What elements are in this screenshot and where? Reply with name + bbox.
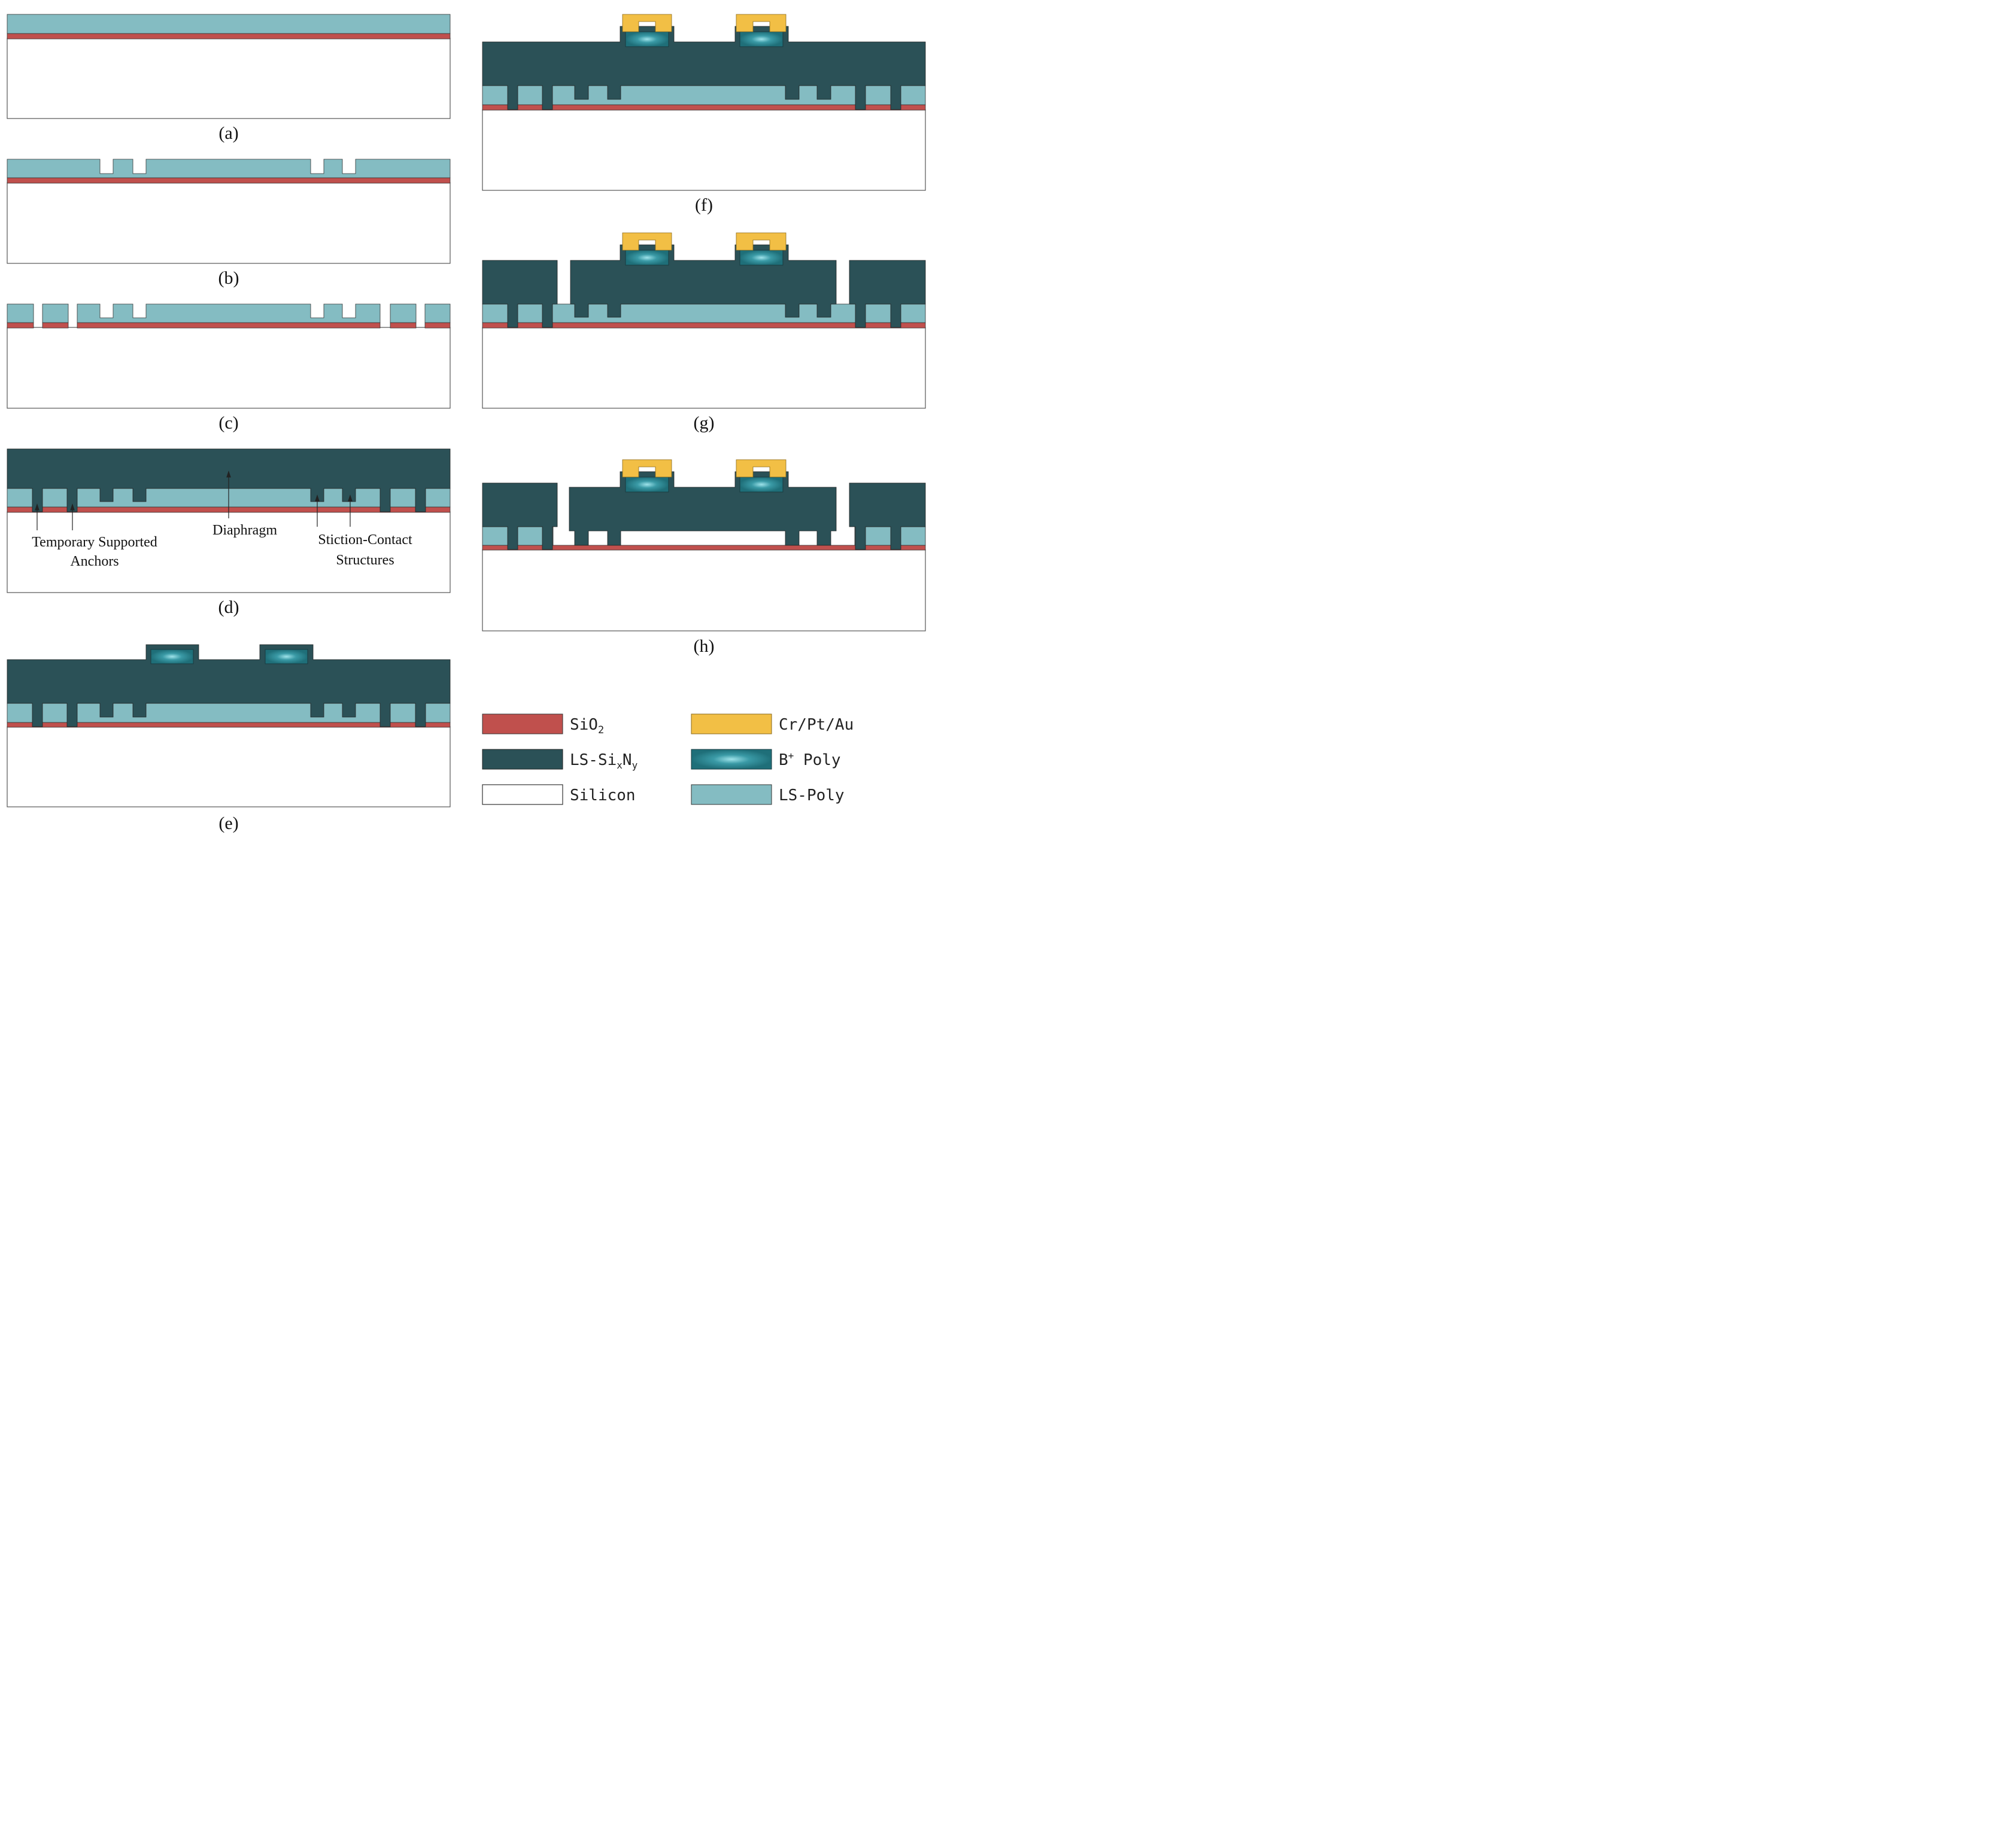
- sio2-layer: [482, 545, 926, 551]
- panel-f: (f): [482, 14, 926, 215]
- ls-poly-layer: [7, 703, 451, 723]
- panel-d-label: (d): [218, 597, 239, 617]
- metal-contact-left: [622, 232, 672, 251]
- legend-swatch-lspoly: [691, 784, 772, 805]
- panel-f-label: (f): [695, 195, 713, 215]
- legend-swatch-metal: [691, 713, 772, 734]
- ls-poly-layer: [7, 14, 451, 34]
- panel-b: (b): [7, 159, 451, 288]
- panel-h-label: (h): [694, 636, 715, 656]
- nitride-right-frame: [849, 260, 926, 328]
- panel-d: Temporary Supported Anchors Diaphragm St…: [7, 448, 451, 617]
- b-poly-resistor-right: [739, 31, 784, 47]
- legend-label-nitride: LS-SixNy: [570, 751, 638, 771]
- b-poly-resistor-right: [739, 250, 784, 266]
- diaphragm-annotation: Diaphragm: [212, 523, 277, 538]
- panel-g: (g): [482, 232, 926, 433]
- silicon-substrate: [7, 182, 451, 264]
- b-poly-resistor-left: [625, 250, 669, 266]
- metal-contact-right: [736, 459, 787, 478]
- panel-b-label: (b): [218, 268, 239, 288]
- silicon-substrate: [482, 327, 926, 409]
- silicon-substrate: [7, 327, 451, 409]
- b-poly-resistor-left: [625, 476, 669, 493]
- panel-c-label: (c): [218, 413, 238, 433]
- nitride-left-frame: [482, 482, 558, 550]
- anchors-annotation-line2: Anchors: [70, 554, 119, 569]
- legend-label-silicon: Silicon: [570, 787, 636, 804]
- b-poly-resistor-right: [265, 649, 308, 664]
- annotation-arrows: [35, 470, 353, 530]
- metal-contact-left: [622, 14, 672, 32]
- nitride-layer: [482, 26, 926, 110]
- anchors-annotation-line1: Temporary Supported: [32, 535, 157, 550]
- released-diaphragm: [569, 471, 837, 546]
- panel-a: (a): [7, 14, 451, 143]
- b-poly-resistor-left: [625, 31, 669, 47]
- silicon-substrate: [482, 549, 926, 631]
- panel-c: (c): [7, 303, 451, 433]
- legend-label-metal: Cr/Pt/Au: [779, 716, 854, 734]
- silicon-substrate: [7, 511, 451, 593]
- legend-swatch-bpoly: [691, 749, 772, 770]
- silicon-substrate: [482, 109, 926, 191]
- legend-label-bpoly: B+ Poly: [779, 750, 841, 769]
- legend-label-lspoly: LS-Poly: [779, 787, 845, 804]
- legend: SiO2 LS-SixNy Silicon Cr/Pt/Au B+ Poly L…: [482, 713, 854, 805]
- panel-h: (h): [482, 459, 926, 656]
- stiction-annotation-line1: Stiction-Contact: [318, 532, 412, 548]
- ls-poly-layer-with-dimples: [7, 159, 451, 178]
- ls-poly-layer: [482, 85, 926, 105]
- nitride-right-frame: [849, 482, 926, 550]
- legend-swatch-nitride: [482, 749, 563, 770]
- b-poly-resistor-right: [739, 476, 784, 493]
- ls-poly-layer: [482, 303, 926, 323]
- stiction-annotation-line2: Structures: [336, 552, 394, 568]
- metal-contact-right: [736, 14, 787, 32]
- metal-contact-right: [736, 232, 787, 251]
- panel-g-label: (g): [694, 413, 715, 433]
- sio2-layer: [7, 33, 451, 40]
- silicon-substrate: [7, 38, 451, 119]
- nitride-layer: [7, 644, 451, 727]
- sio2-layer: [7, 177, 451, 184]
- panel-e-label: (e): [218, 813, 238, 833]
- legend-swatch-silicon: [482, 784, 563, 805]
- legend-swatch-sio2: [482, 713, 563, 734]
- b-poly-resistor-left: [150, 649, 194, 664]
- legend-label-sio2: SiO2: [570, 716, 604, 736]
- nitride-left-frame: [482, 260, 558, 328]
- metal-contact-left: [622, 459, 672, 478]
- silicon-substrate: [7, 726, 451, 807]
- panel-e: (e): [7, 644, 451, 833]
- process-flow-figure: (a) (b) (c): [7, 14, 926, 833]
- ls-poly-layer: [7, 303, 451, 323]
- panel-a-label: (a): [218, 123, 238, 143]
